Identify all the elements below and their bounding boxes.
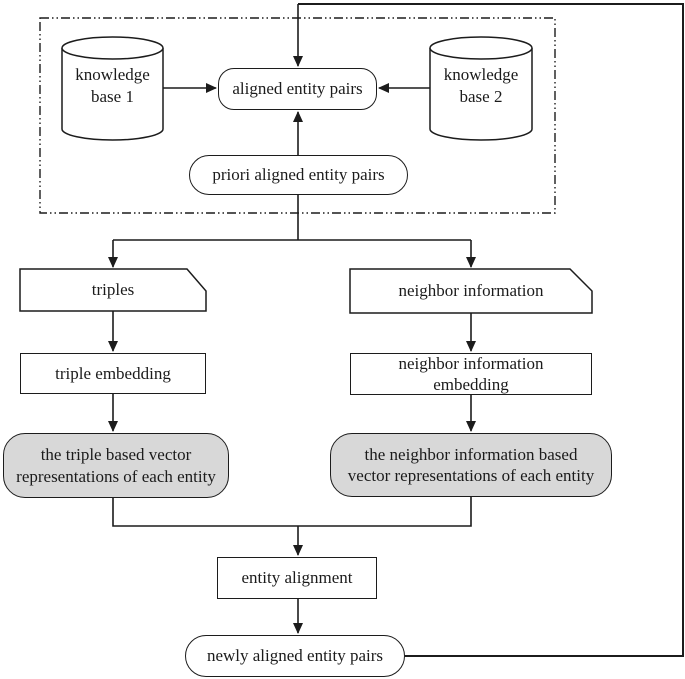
merge-line <box>112 497 472 527</box>
neighbor-info-card-shape <box>349 268 593 314</box>
kb1-cylinder-icon <box>61 36 164 141</box>
feedback-loop-line <box>298 3 684 657</box>
triples-card-shape <box>19 268 207 312</box>
kb2-cylinder-icon <box>429 36 533 141</box>
